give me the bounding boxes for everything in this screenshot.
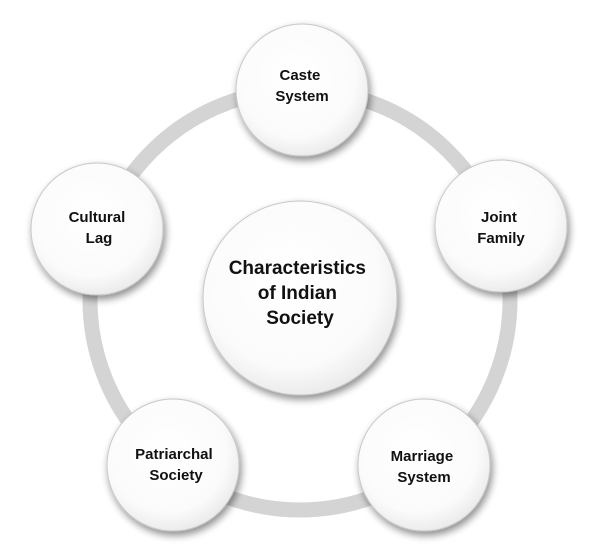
center-node: Characteristics of Indian Society — [202, 200, 398, 396]
node-label-line: Joint — [481, 209, 517, 226]
node-circle — [30, 162, 164, 296]
node-label-line: Caste — [279, 67, 320, 84]
node-label-line: Society — [149, 467, 203, 484]
node-caste-system: Caste System — [235, 23, 369, 157]
center-node-label: Characteristics of Indian Society — [229, 258, 372, 329]
node-circle — [106, 398, 240, 532]
node-circle — [357, 398, 491, 532]
node-label-line: Family — [477, 230, 525, 247]
node-label-line: System — [397, 469, 450, 486]
node-label-line: Patriarchal — [135, 446, 213, 463]
center-node-line: Society — [266, 308, 334, 329]
node-label: Patriarchal Society — [135, 446, 217, 484]
node-label-line: Lag — [86, 230, 113, 247]
node-label-line: Marriage — [391, 448, 454, 465]
node-label: Caste System — [275, 67, 328, 105]
node-label: Cultural Lag — [69, 209, 130, 247]
center-node-line: of Indian — [258, 283, 337, 304]
center-node-circle — [202, 200, 398, 396]
node-circle — [235, 23, 369, 157]
node-patriarchal-society: Patriarchal Society — [106, 398, 240, 532]
node-joint-family: Joint Family — [434, 159, 568, 293]
node-label: Marriage System — [391, 448, 458, 486]
node-cultural-lag: Cultural Lag — [30, 162, 164, 296]
node-marriage-system: Marriage System — [357, 398, 491, 532]
node-label: Joint Family — [477, 209, 525, 247]
node-label-line: Cultural — [69, 209, 126, 226]
node-circle — [434, 159, 568, 293]
center-node-line: Characteristics — [229, 258, 366, 279]
node-label-line: System — [275, 88, 328, 105]
